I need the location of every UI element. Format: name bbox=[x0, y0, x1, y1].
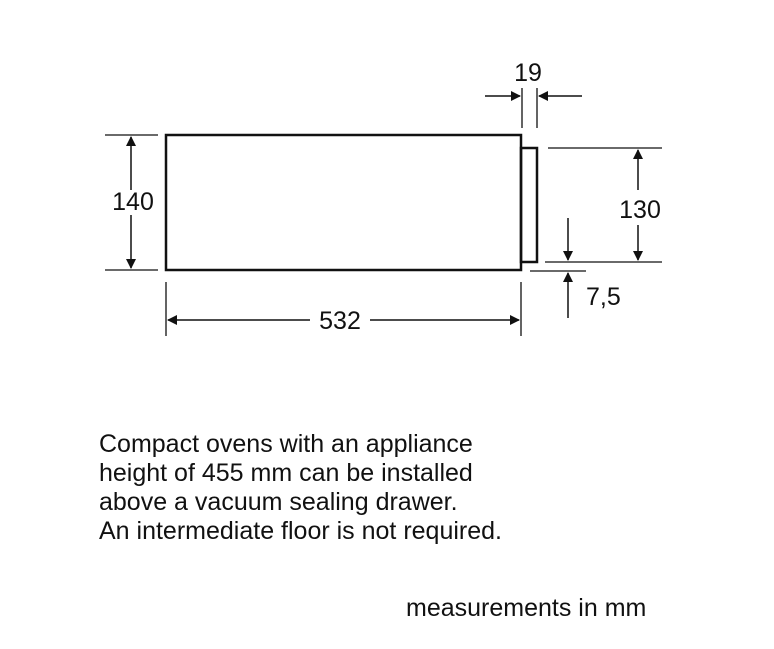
dimension-arrows bbox=[126, 91, 643, 325]
drawer-body bbox=[164, 133, 523, 272]
front-thickness-label: 19 bbox=[514, 59, 542, 87]
front-height-label: 130 bbox=[619, 196, 661, 224]
note-line: above a vacuum sealing drawer. bbox=[99, 488, 458, 516]
installation-note: Compact ovens with an appliance height o… bbox=[99, 430, 502, 546]
depth-label: 532 bbox=[319, 307, 361, 335]
extension-lines bbox=[105, 88, 662, 336]
note-line: height of 455 mm can be installed bbox=[99, 459, 473, 487]
note-line: Compact ovens with an appliance bbox=[99, 430, 473, 458]
units-label: measurements in mm bbox=[406, 594, 647, 622]
offset-label: 7,5 bbox=[586, 283, 621, 311]
height-label: 140 bbox=[112, 188, 154, 216]
drawer-front-panel bbox=[519, 146, 539, 264]
note-line: An intermediate floor is not required. bbox=[99, 517, 502, 545]
